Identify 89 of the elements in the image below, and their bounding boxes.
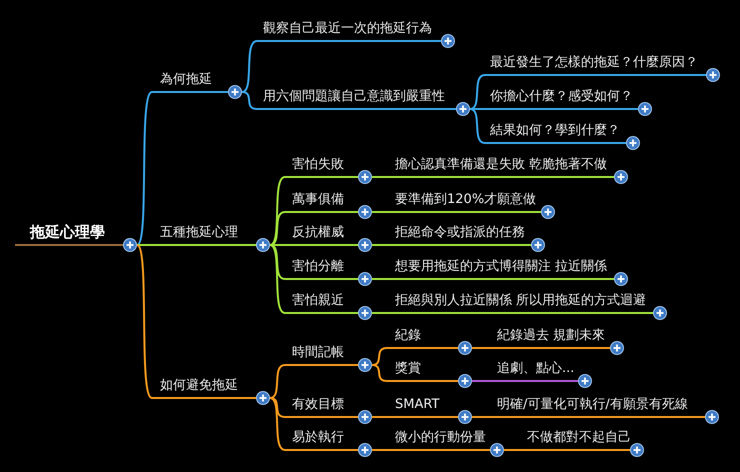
topic-node bbox=[15, 223, 137, 252]
topic-node bbox=[152, 70, 242, 99]
topic-text: 獎賞 bbox=[395, 361, 421, 377]
branch-curve bbox=[372, 312, 387, 314]
topic-text: 害怕失敗 bbox=[292, 157, 344, 173]
topic-text: 結果如何？學到什麼？ bbox=[490, 123, 620, 139]
branch-curve bbox=[470, 108, 485, 110]
branch-curve bbox=[270, 244, 286, 280]
topic-node bbox=[285, 428, 372, 457]
branch-curve bbox=[270, 364, 286, 399]
topic-text: 微小的行動份量 bbox=[395, 430, 486, 446]
branch-curve bbox=[270, 244, 285, 246]
topic-text: 最近發生了怎樣的拖延？什麼原因？ bbox=[490, 55, 698, 71]
topic-node bbox=[485, 121, 640, 150]
topic-text: 害怕親近 bbox=[292, 293, 344, 309]
topic-text: 你擔心什麼？感受如何？ bbox=[490, 89, 633, 105]
topic-text: 擔心認真準備還是失敗 乾脆拖著不做 bbox=[395, 157, 608, 173]
topic-node bbox=[285, 343, 372, 372]
topic-text: 害怕分離 bbox=[292, 259, 344, 275]
branch-curve bbox=[242, 91, 258, 110]
topic-node bbox=[285, 395, 372, 424]
topic-text: 拖延心理學 bbox=[30, 223, 105, 241]
topic-node bbox=[387, 428, 504, 457]
topic-text: 五種拖延心理 bbox=[160, 225, 238, 241]
topic-node bbox=[485, 87, 652, 116]
topic-node bbox=[487, 395, 719, 424]
branch-curve bbox=[372, 176, 387, 178]
topic-node bbox=[487, 326, 624, 355]
topic-text: 為何拖延 bbox=[160, 72, 212, 88]
topic-node bbox=[285, 291, 372, 320]
topic-node bbox=[257, 87, 470, 116]
branch-curve bbox=[372, 364, 388, 382]
branch-curve bbox=[372, 416, 387, 418]
topic-node bbox=[285, 190, 372, 219]
topic-node bbox=[257, 19, 455, 48]
topic-text: 易於執行 bbox=[292, 430, 344, 446]
branch-curve bbox=[470, 108, 486, 144]
branch-curve bbox=[472, 347, 487, 349]
topic-text: 拒絕與別人拉近關係 所以用拖延的方式迴避 bbox=[395, 293, 646, 309]
topic-text: 追劇、點心... bbox=[497, 361, 574, 377]
branch-curve bbox=[472, 416, 487, 418]
topic-node bbox=[387, 359, 472, 388]
topic-text: 想要用拖延的方式博得關注 拉近關係 bbox=[395, 259, 608, 275]
topic-node bbox=[387, 155, 628, 184]
topic-text: 紀錄過去 規劃未來 bbox=[497, 328, 606, 344]
branch-curve bbox=[372, 278, 387, 280]
topic-node bbox=[387, 223, 545, 252]
topic-text: 反抗權威 bbox=[292, 225, 344, 241]
topic-node bbox=[285, 257, 372, 286]
branch-curve bbox=[270, 244, 286, 314]
topic-text: 有效目標 bbox=[292, 397, 344, 413]
topic-text: SMART bbox=[395, 397, 440, 413]
topic-node bbox=[152, 223, 270, 252]
topic-text: 不做都對不起自己 bbox=[527, 430, 631, 446]
topic-node bbox=[387, 291, 667, 320]
topic-node bbox=[487, 359, 592, 388]
branch-curve bbox=[504, 449, 519, 451]
topic-node bbox=[285, 223, 372, 252]
topic-text: 萬事俱備 bbox=[292, 192, 344, 208]
branch-curve bbox=[372, 347, 388, 366]
topic-node bbox=[387, 257, 628, 286]
branch-curve bbox=[136, 244, 153, 399]
branch-curve bbox=[242, 40, 258, 93]
branch-curve bbox=[372, 211, 387, 213]
branch-curve bbox=[136, 91, 153, 246]
topic-text: 如何避免拖延 bbox=[160, 378, 238, 394]
topic-text: 用六個問題讓自己意識到嚴重性 bbox=[263, 89, 445, 105]
branch-curve bbox=[372, 244, 387, 246]
topic-text: 要準備到120%才願意做 bbox=[395, 192, 536, 208]
branch-curve bbox=[270, 176, 286, 246]
topic-text: 拒絕命令或指派的任務 bbox=[395, 225, 525, 241]
branch-curve bbox=[137, 244, 152, 246]
branch-curve bbox=[270, 211, 286, 246]
branch-curve bbox=[472, 380, 487, 382]
topic-text: 時間記帳 bbox=[292, 345, 344, 361]
topic-node bbox=[387, 326, 472, 355]
topic-node bbox=[519, 428, 644, 457]
topic-node bbox=[285, 155, 372, 184]
topic-node bbox=[387, 190, 555, 219]
topic-text: 紀錄 bbox=[395, 328, 421, 344]
topic-node bbox=[485, 53, 720, 82]
topic-text: 明確/可量化可執行/有願景有死線 bbox=[497, 397, 688, 413]
branch-curve bbox=[270, 397, 286, 451]
branch-curve bbox=[372, 449, 387, 451]
branch-curve bbox=[270, 397, 286, 418]
topic-text: 觀察自己最近一次的拖延行為 bbox=[263, 21, 432, 37]
branch-curve bbox=[470, 74, 486, 110]
topic-node bbox=[152, 376, 270, 405]
topic-node bbox=[387, 395, 472, 424]
